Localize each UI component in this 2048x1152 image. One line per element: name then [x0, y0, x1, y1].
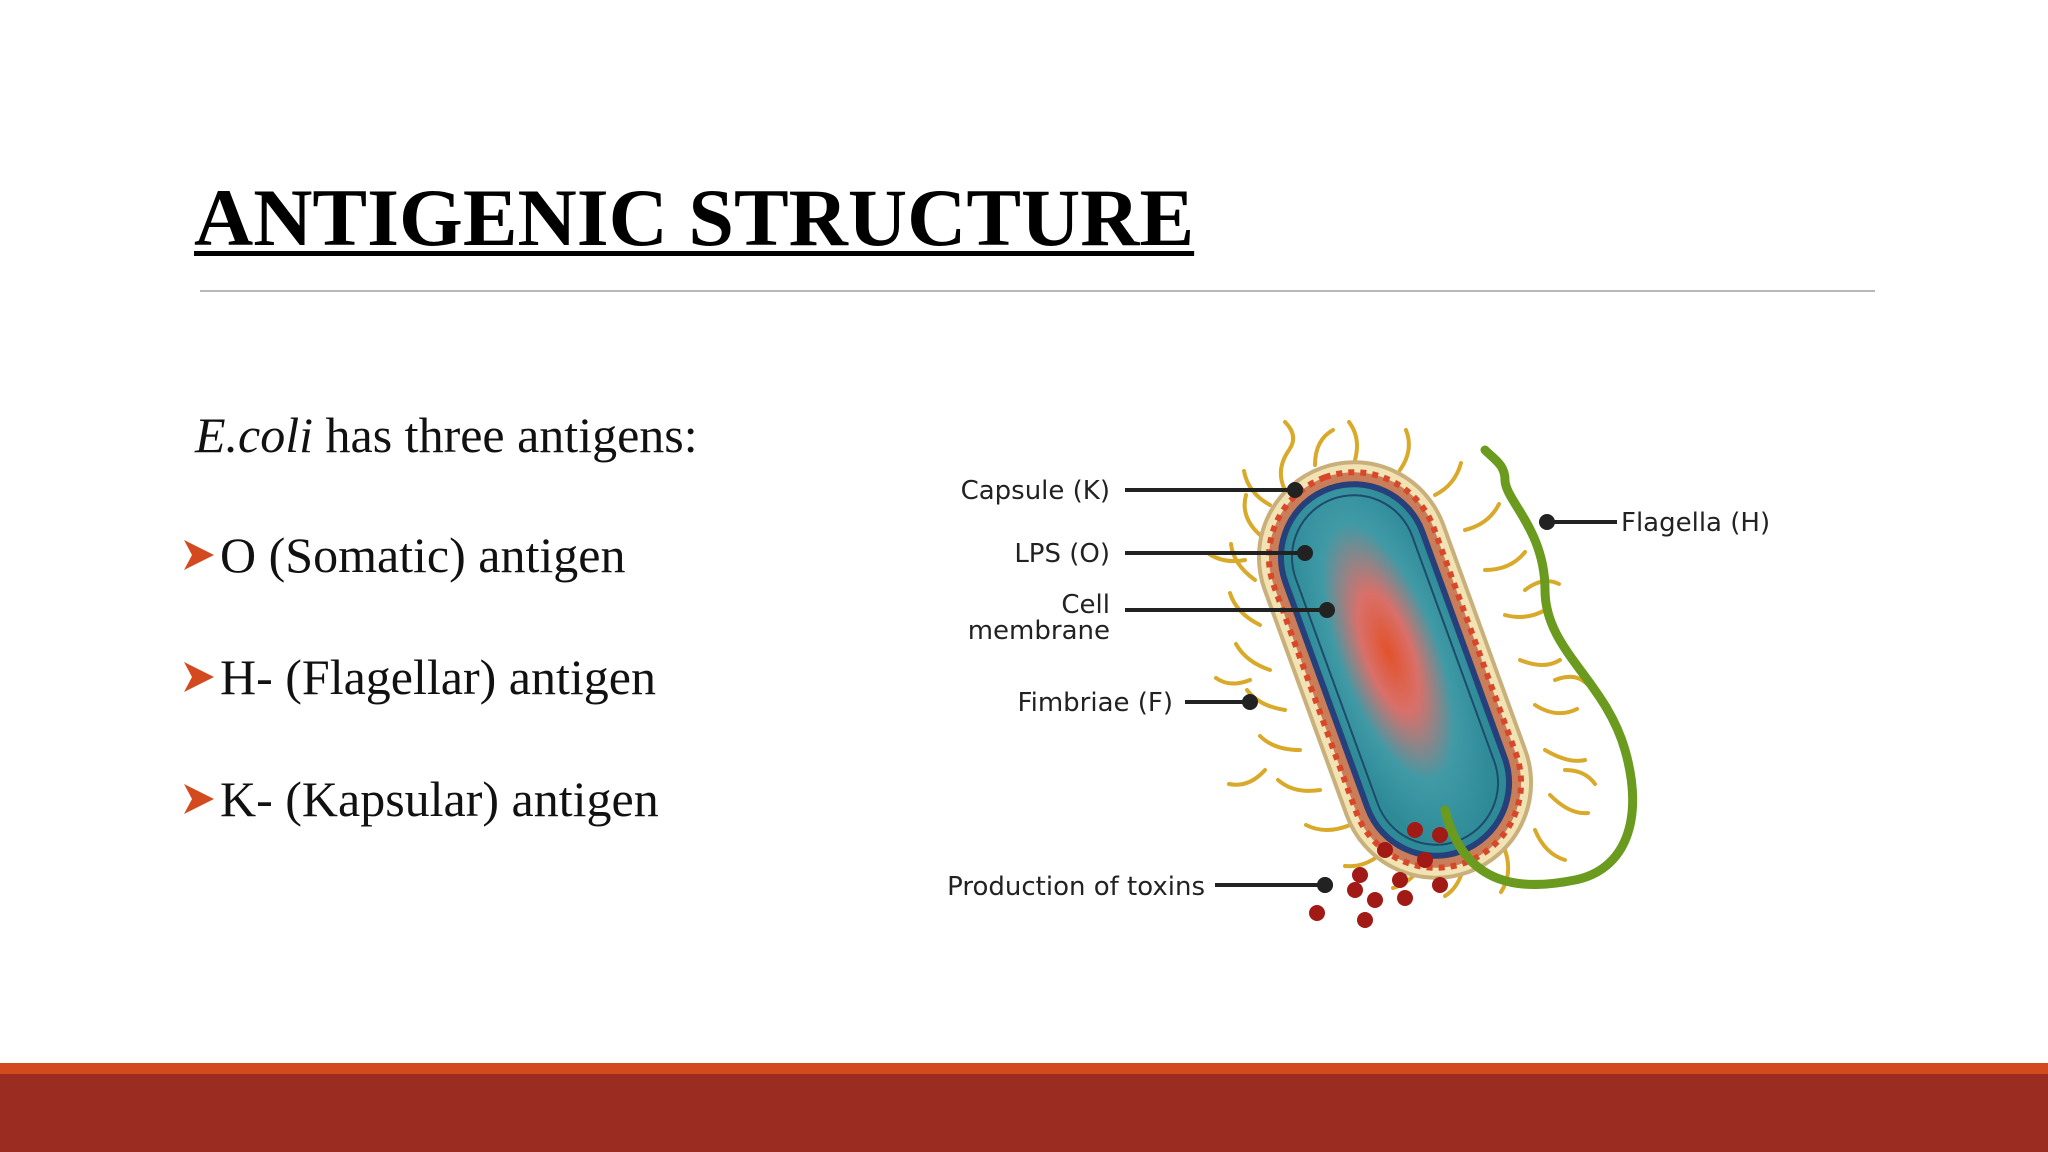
label-toxins: Production of toxins: [947, 872, 1205, 902]
footer-bar: [0, 1074, 2048, 1152]
intro-text: E.coli has three antigens:: [195, 400, 698, 470]
list-item: H- (Flagellar) antigen: [182, 642, 659, 764]
intro-organism: E.coli: [195, 407, 314, 463]
label-flagella: Flagella (H): [1621, 508, 1770, 538]
list-item: K- (Kapsular) antigen: [182, 764, 659, 886]
label-cell-membrane-line1: Cell: [1061, 590, 1110, 620]
label-capsule: Capsule (K): [961, 476, 1110, 506]
title-divider: [200, 290, 1875, 292]
antigen-list: O (Somatic) antigen H- (Flagellar) antig…: [182, 520, 659, 886]
ecoli-diagram-svg: Capsule (K) LPS (O) Cell membrane Fimbri…: [947, 420, 1770, 928]
toxin-particles: [1309, 822, 1448, 928]
bullet-text-k-antigen: K- (Kapsular) antigen: [220, 771, 659, 827]
list-item: O (Somatic) antigen: [182, 520, 659, 642]
slide-title: ANTIGENIC STRUCTURE: [194, 172, 1195, 263]
leader-lines: [1125, 482, 1617, 893]
arrow-bullet-icon: [182, 642, 220, 712]
label-fimbriae: Fimbriae (F): [1018, 688, 1173, 718]
fimbriae-hairs: [1207, 420, 1597, 898]
intro-rest: has three antigens:: [313, 407, 698, 463]
bullet-text-o-antigen: O (Somatic) antigen: [220, 527, 626, 583]
arrow-bullet-icon: [182, 764, 220, 834]
bacterium-body: [1256, 460, 1534, 880]
bullet-text-h-antigen: H- (Flagellar) antigen: [220, 649, 656, 705]
arrow-bullet-icon: [182, 520, 220, 590]
ecoli-diagram: Capsule (K) LPS (O) Cell membrane Fimbri…: [905, 420, 1805, 950]
footer-accent-stripe: [0, 1063, 2048, 1074]
label-cell-membrane-line2: membrane: [968, 616, 1110, 646]
label-lps: LPS (O): [1014, 539, 1110, 569]
flagellum: [1440, 445, 1638, 889]
